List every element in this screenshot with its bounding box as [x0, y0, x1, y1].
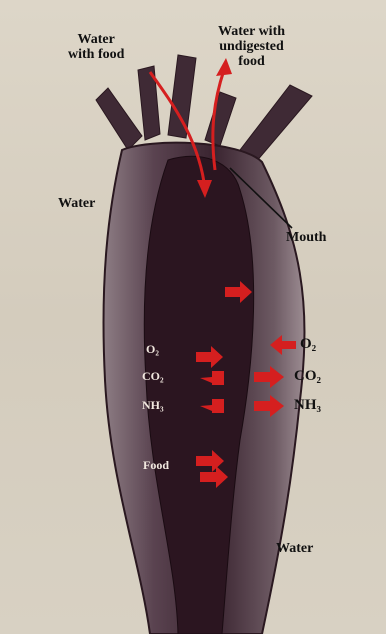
inner-label-food: Food [143, 458, 169, 473]
inner-label-nh3: NH₃ [142, 398, 164, 413]
tentacle [205, 92, 236, 146]
tentacle [240, 85, 312, 162]
outer-label-nh3: NH₃ [294, 397, 321, 414]
label-water-left: Water [58, 196, 95, 211]
label-water-bottom: Water [276, 541, 313, 556]
tentacle [168, 55, 196, 138]
outer-label-o2: O₂ [300, 336, 316, 353]
inner-label-co2: CO₂ [142, 369, 164, 384]
tentacle [138, 66, 160, 140]
label-water-with-food: Water with food [68, 32, 124, 62]
outer-label-co2: CO₂ [294, 368, 321, 385]
inner-label-o2: O₂ [146, 342, 159, 357]
label-mouth: Mouth [286, 230, 326, 245]
label-water-with-undigested-food: Water with undigested food [218, 24, 285, 69]
tentacle [96, 88, 142, 150]
